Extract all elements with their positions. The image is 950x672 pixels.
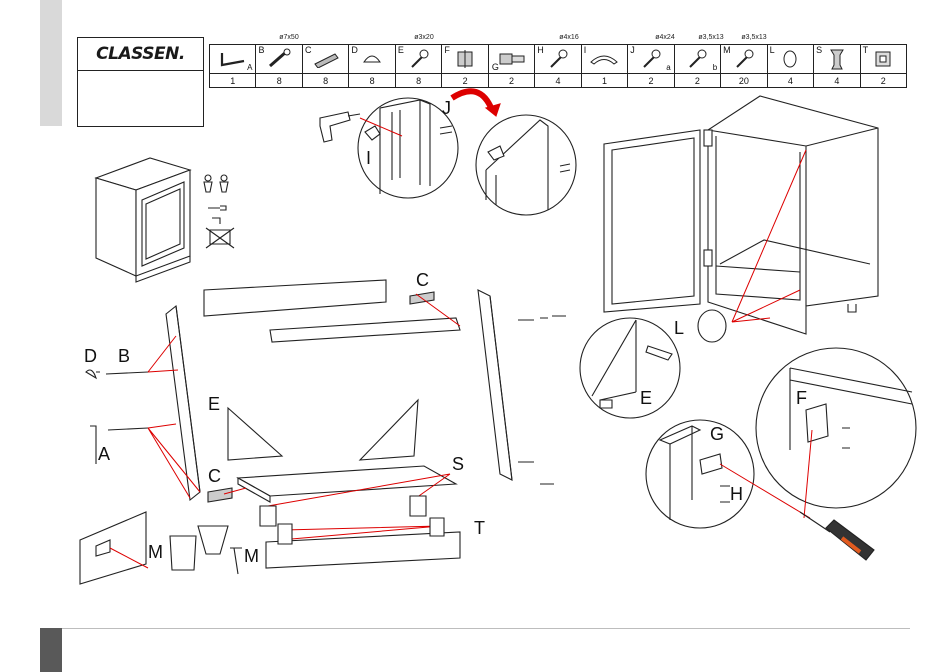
callout-C: C (208, 466, 221, 487)
callout-D: D (84, 346, 97, 367)
assembled-cabinet-thumbnail (96, 158, 190, 282)
callout-G: G (710, 424, 724, 445)
callout-T: T (474, 518, 485, 539)
callout-B: B (118, 346, 130, 367)
leg-icon (410, 496, 426, 516)
assembly-hints-icons (204, 175, 234, 248)
corner-brace-left (228, 408, 282, 460)
callout-J: J (442, 98, 451, 119)
callout-F: F (796, 388, 807, 409)
leg-icon (198, 526, 228, 554)
callout-I: I (366, 148, 371, 169)
detail-circle-hinge (646, 420, 754, 528)
callout-H: H (730, 484, 743, 505)
callout-E: E (208, 394, 220, 415)
leg-icon (170, 536, 196, 570)
callout-M: M (148, 542, 163, 563)
callout-C: C (416, 270, 429, 291)
bottom-shelf (238, 466, 456, 496)
detail-circle-mounting-plate (756, 348, 916, 508)
callout-A: A (98, 444, 110, 465)
callout-S: S (452, 454, 464, 475)
dowel-icon (208, 488, 232, 502)
mounting-plate-detail (80, 512, 146, 584)
corner-brace-right (360, 400, 418, 460)
open-cabinet (604, 96, 878, 334)
leg-icon (260, 506, 276, 526)
cap-icon (698, 310, 726, 342)
plinth-board (266, 532, 460, 568)
callout-E: E (640, 388, 652, 409)
screwdriver-icon (800, 512, 874, 560)
callout-M: M (244, 546, 259, 567)
detail-circle-cap (580, 318, 680, 418)
callout-L: L (674, 318, 684, 339)
drill-icon (320, 112, 360, 142)
side-panel-right (478, 290, 512, 480)
